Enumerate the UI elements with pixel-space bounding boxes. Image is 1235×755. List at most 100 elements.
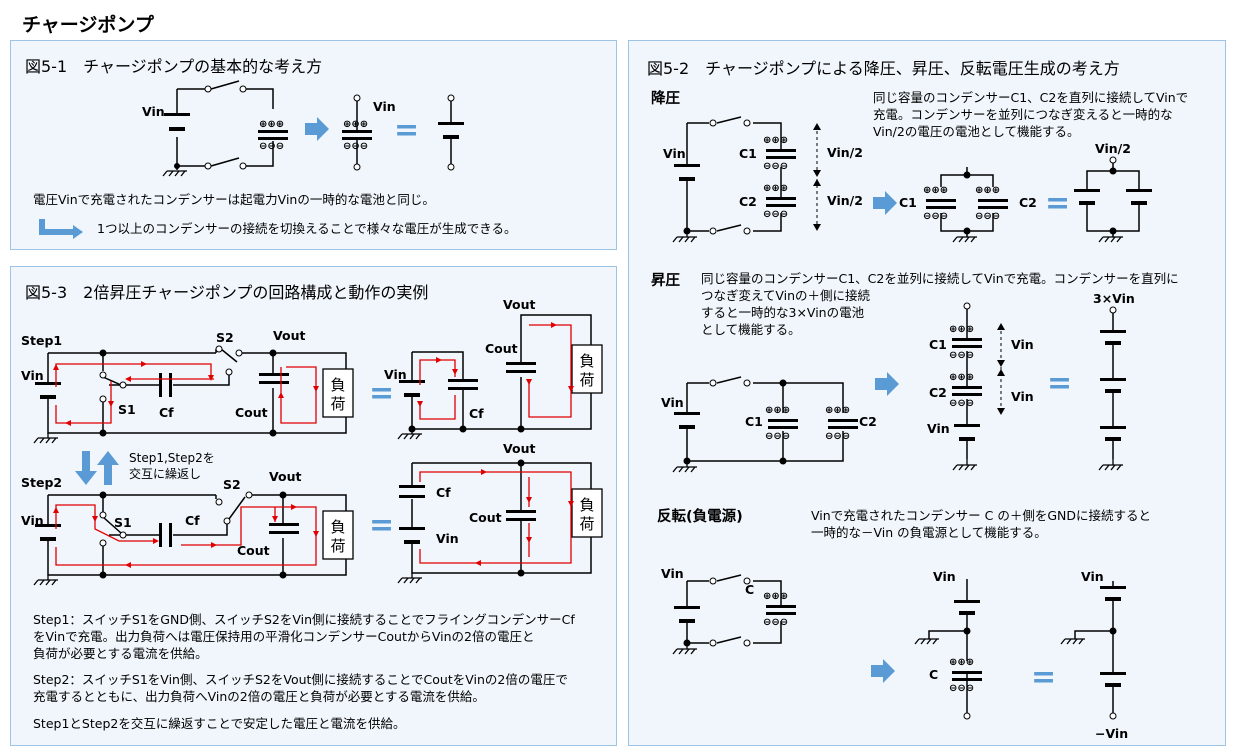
s2-label: S2 [223,477,241,492]
minus-signs: ⊖⊖⊖ [975,211,1000,222]
load-label: 負 [579,352,594,370]
caption-1: 電圧Vinで充電されたコンデンサーは起電力Vinの一時的な電池と同じ。 [33,192,435,207]
s1-label: S1 [114,515,132,530]
minus-signs: ⊖⊖⊖ [343,141,368,152]
vin-label: Vin [21,368,44,383]
arrow-down-icon [75,451,97,485]
c2-label: C2 [929,385,947,400]
vin-label: Vin [142,104,165,119]
explain-step2: Step2：スイッチS1をVin側、スイッチS2をVout側に接続することでCo… [33,672,568,704]
equals-sign: = [1047,366,1072,401]
cout-label: Cout [469,510,502,525]
vout-label: Vout [503,297,535,312]
cf-label: Cf [185,513,200,528]
vin-label: Vin [373,99,396,114]
plus-signs: ⊕⊕⊕ [949,372,974,383]
cf-label: Cf [469,406,484,421]
step-down-desc: 同じ容量のコンデンサーC1、C2を直列に接続してVinで 充電。コンデンサーを並… [873,90,1189,139]
minus-signs: ⊖⊖⊖ [763,161,788,172]
bent-arrow-icon [39,219,83,239]
cout-label: Cout [237,543,270,558]
c1-label: C1 [745,414,763,429]
minus-signs: ⊖⊖⊖ [923,211,948,222]
half-voltage-label: Vin/2 [1095,141,1131,156]
load-label: 負 [330,518,345,536]
vin-label: Vin [661,395,684,410]
load-label: 荷 [330,537,345,555]
doubler-diagram: 負 荷 Step1 Vin S1 Cf S2 Vout Cout = [21,297,603,586]
c1-label: C1 [929,337,947,352]
page-title: チャージポンプ [22,14,154,36]
plus-signs: ⊕⊕⊕ [343,119,368,130]
swap-label: 交互に繰返し [129,466,201,481]
c2-label: C2 [859,414,877,429]
arrow-up-icon [97,451,119,485]
equals-sign: = [1045,186,1070,221]
minus-signs: ⊖⊖⊖ [825,431,850,442]
arrow-right-icon [875,372,899,396]
vout-label: Vout [503,441,535,456]
vin-label: Vin [1011,337,1034,352]
vin-label: Vin [384,367,407,382]
panel-title: 図5-3 2倍昇圧チャージポンプの回路構成と動作の実例 [25,283,429,302]
minus-signs: ⊖⊖⊖ [763,209,788,220]
minus-signs: ⊖⊖⊖ [949,683,974,694]
equals-sign: = [369,508,394,543]
plus-signs: ⊕⊕⊕ [763,591,788,602]
step2-label: Step2 [21,475,62,490]
plus-signs: ⊕⊕⊕ [949,324,974,335]
load-label: 負 [579,496,594,514]
c1-label: C1 [899,195,917,210]
minus-signs: ⊖⊖⊖ [949,398,974,409]
minus-signs: ⊖⊖⊖ [259,141,284,152]
vin-label: Vin [21,513,44,528]
explain-step1: Step1：スイッチS1をGND側、スイッチS2をVin側に接続することでフライ… [33,612,575,661]
plus-signs: ⊕⊕⊕ [763,183,788,194]
cout-label: Cout [485,341,518,356]
plus-signs: ⊕⊕⊕ [923,185,948,196]
vin-label: Vin [436,531,459,546]
cout-label: Cout [235,405,268,420]
vin-label: Vin [1011,389,1034,404]
plus-signs: ⊕⊕⊕ [765,405,790,416]
equals-sign: = [1031,660,1056,695]
half-voltage-label: Vin/2 [827,145,863,160]
explain-summary: Step1とStep2を交互に繰返すことで安定した電圧と電流を供給。 [33,716,406,731]
panel-basic-concept: 図5-1 チャージポンプの基本的な考え方 Vin ⊕⊕⊕ ⊖⊖⊖ [10,40,617,250]
load-label: 負 [330,376,345,394]
basic-concept-diagram: Vin ⊕⊕⊕ ⊖⊖⊖ ⊕⊕⊕ ⊖⊖⊖ Vin = [39,80,464,239]
minus-signs: ⊖⊖⊖ [765,431,790,442]
half-voltage-label: Vin/2 [827,193,863,208]
conversion-diagram: ⊕⊕⊕ ⊖⊖⊖ ⊕⊕⊕ ⊖⊖⊖ Vin C1 C2 Vin/2 Vin/2 C1… [661,116,1152,741]
minus-signs: ⊖⊖⊖ [949,350,974,361]
plus-signs: ⊕⊕⊕ [259,119,284,130]
caption-2: 1つ以上のコンデンサーの接続を切換えることで様々な電圧が生成できる。 [97,221,517,236]
plus-signs: ⊕⊕⊕ [763,135,788,146]
invert-heading: 反転(負電源) [657,509,743,525]
s1-label: S1 [118,402,136,417]
c-label: C [745,582,754,597]
negative-vin-label: −Vin [1095,726,1128,741]
load-label: 荷 [579,515,594,533]
load-label: 荷 [330,395,345,413]
arrow-right-icon [305,117,329,141]
step-up-heading: 昇圧 [651,273,680,289]
vout-label: Vout [273,328,305,343]
step-up-desc-line1: 同じ容量のコンデンサーC1、C2を並列に接続してVinで充電。コンデンサーを直列… [701,271,1179,286]
triple-voltage-label: 3×Vin [1093,291,1135,306]
panel-title: 図5-2 チャージポンプによる降圧、昇圧、反転電圧生成の考え方 [647,59,1120,78]
step-up-desc: つなぎ変えてVinの＋側に接続 すると一時的な3×Vinの電池 として機能する。 [701,288,871,337]
vin-label: Vin [933,569,956,584]
c-label: C [929,667,938,682]
cf-label: Cf [159,405,174,420]
step1-label: Step1 [21,333,62,348]
invert-desc: Vinで充電されたコンデンサー C の＋側をGNDに接続すると 一時的な－Vin… [811,508,1152,540]
arrow-right-icon [871,659,895,683]
load-label: 荷 [579,371,594,389]
plus-signs: ⊕⊕⊕ [975,185,1000,196]
equals-sign: = [394,113,419,148]
vout-label: Vout [269,469,301,484]
vin-label: Vin [927,421,950,436]
cf-label: Cf [436,485,451,500]
panel-conversion: 図5-2 チャージポンプによる降圧、昇圧、反転電圧生成の考え方 降圧 同じ容量の… [628,40,1226,746]
